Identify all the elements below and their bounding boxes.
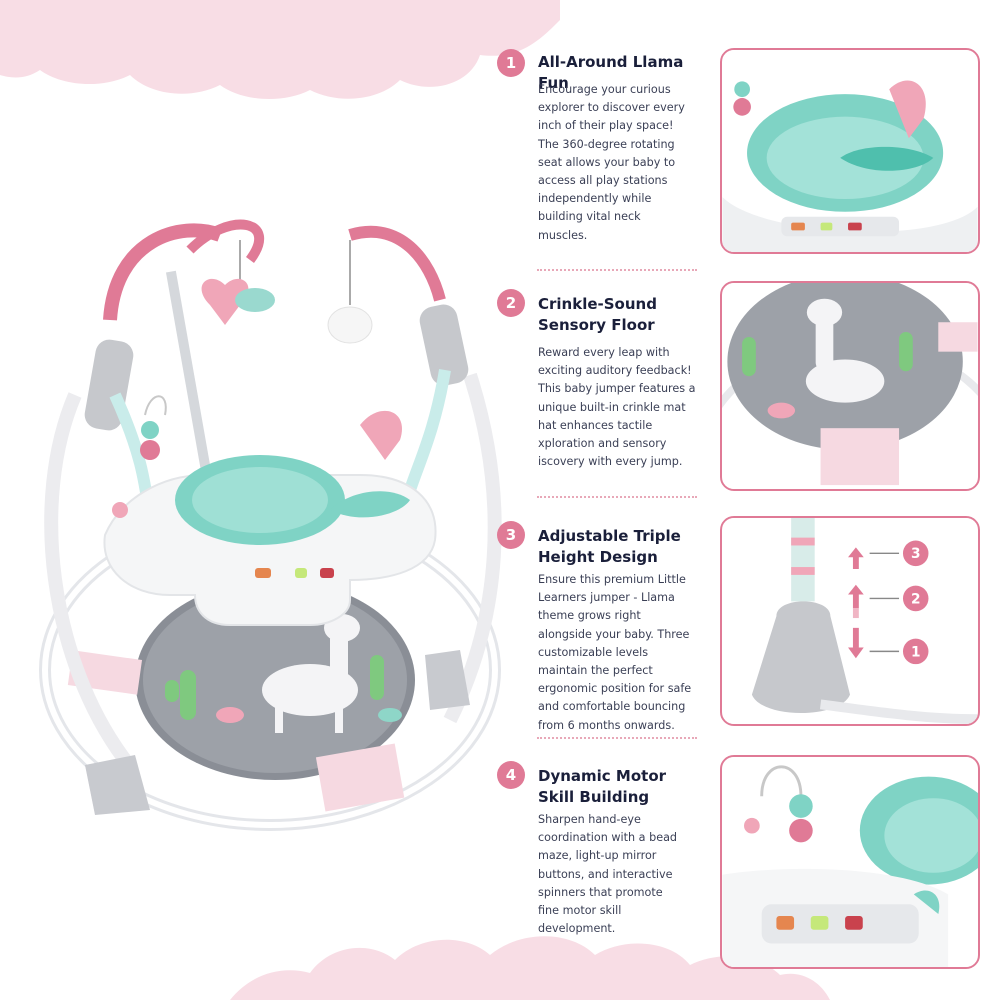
feature-description: Encourage your curious explorer to disco…: [538, 83, 685, 242]
cloud-decoration-top: [0, 0, 560, 100]
divider: [537, 269, 697, 271]
feature-description: Reward every leap with exciting auditory…: [538, 346, 696, 469]
height-level-label: 3: [911, 546, 921, 562]
feature-4-detail-image: [720, 755, 980, 969]
height-level-label: 1: [911, 644, 921, 660]
feature-title: Adjustable Triple Height Design: [538, 527, 681, 566]
arrow-up-icon: [848, 547, 864, 570]
feature-number-badge: 4: [497, 761, 525, 789]
feature-description: Sharpen hand-eye coordination with a bea…: [538, 813, 678, 936]
feature-number-badge: 2: [497, 289, 525, 317]
feature-3-detail-image: 3 2 1: [720, 516, 980, 726]
divider: [537, 737, 697, 739]
arrow-down-icon: [848, 627, 864, 659]
feature-2-detail-image: [720, 281, 980, 491]
feature-number-badge: 1: [497, 49, 525, 77]
height-level-label: 2: [911, 591, 921, 607]
baby-jumper-product-image: [39, 219, 502, 831]
feature-title: Crinkle-Sound Sensory Floor: [538, 295, 657, 334]
divider: [537, 496, 697, 498]
feature-title: Dynamic Motor Skill Building: [538, 767, 667, 806]
cloud-decoration-bottom: [230, 936, 830, 1000]
arrow-up-down-icon: [848, 584, 864, 619]
feature-description: Ensure this premium Little Learners jump…: [538, 573, 692, 732]
feature-number-badge: 3: [497, 521, 525, 549]
feature-1-detail-image: [720, 48, 980, 254]
feature-title: All-Around Llama Fun: [538, 53, 684, 92]
